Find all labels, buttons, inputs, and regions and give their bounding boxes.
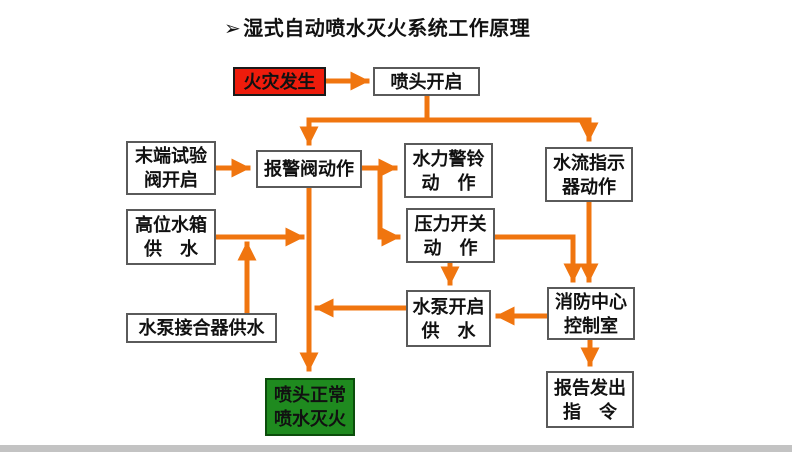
node-label: 报告发出 — [554, 377, 626, 398]
arrow-pressure-to-firecenter — [492, 234, 583, 283]
node-label: 动 作 — [421, 172, 476, 193]
node-label: 水流指示 — [553, 152, 625, 173]
node-sprinkler-normal-extinguish: 喷头正常 喷水灭火 — [265, 378, 355, 436]
node-fire-occurs: 火灾发生 — [233, 67, 326, 96]
node-label: 喷头开启 — [390, 71, 463, 92]
node-hydraulic-bell: 水力警铃 动 作 — [404, 143, 493, 198]
arrow-alarm-to-pressure-switch — [377, 165, 401, 247]
node-label: 报警阀动作 — [264, 159, 354, 179]
node-label: 压力开关 — [414, 213, 487, 234]
node-label: 器动作 — [562, 176, 616, 197]
node-label: 阀开启 — [144, 170, 198, 190]
title-bullet-icon: ➢ — [224, 18, 242, 40]
node-label: 火灾发生 — [243, 71, 316, 92]
node-label: 水力警铃 — [412, 148, 485, 169]
node-pump-start-supply: 水泵开启 供 水 — [406, 290, 491, 347]
page-title: ➢湿式自动喷水灭火系统工作原理 — [224, 12, 530, 41]
node-high-tank-supply: 高位水箱 供 水 — [126, 209, 216, 265]
node-label: 消防中心 — [555, 291, 627, 312]
title-text: 湿式自动喷水灭火系统工作原理 — [243, 18, 531, 40]
node-pump-coupler-supply: 水泵接合器供水 — [126, 313, 277, 343]
node-label: 水泵开启 — [412, 296, 485, 317]
node-label: 控制室 — [564, 315, 618, 336]
node-label: 供 水 — [144, 239, 198, 259]
node-label: 喷水灭火 — [274, 409, 346, 429]
node-label: 高位水箱 — [135, 215, 207, 235]
node-flow-indicator: 水流指示 器动作 — [545, 147, 633, 202]
node-label: 喷头正常 — [274, 385, 346, 405]
node-end-test-valve: 末端试验 阀开启 — [126, 141, 216, 195]
node-label: 末端试验 — [135, 146, 207, 166]
node-report-command: 报告发出 指 令 — [546, 371, 634, 428]
node-pressure-switch: 压力开关 动 作 — [406, 208, 495, 263]
node-label: 指 令 — [563, 401, 617, 422]
bottom-bar — [0, 445, 792, 452]
node-fire-control-center: 消防中心 控制室 — [547, 287, 635, 340]
node-alarm-valve: 报警阀动作 — [256, 150, 362, 188]
node-label: 动 作 — [423, 237, 478, 258]
node-label: 水泵接合器供水 — [138, 318, 265, 338]
node-label: 供 水 — [421, 320, 476, 341]
node-sprinkler-opens: 喷头开启 — [373, 67, 480, 96]
